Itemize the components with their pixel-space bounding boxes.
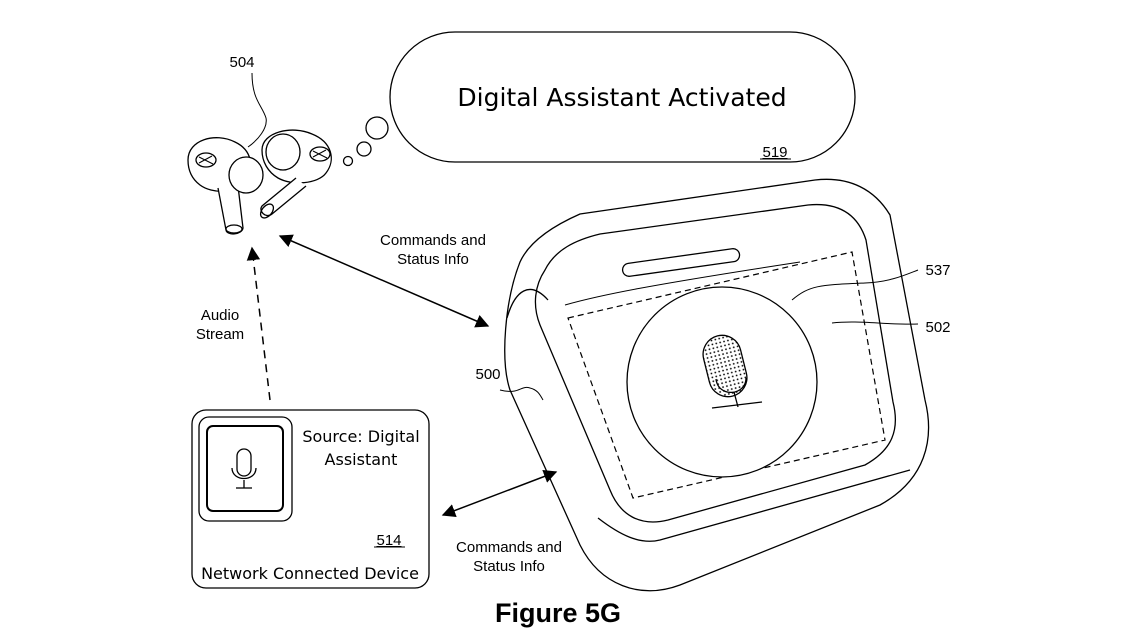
- figure-caption: Figure 5G: [495, 598, 621, 628]
- earbuds-ref: 504: [229, 54, 254, 71]
- device-name: Network Connected Device: [201, 564, 419, 583]
- bubble-ref: 519: [762, 144, 787, 161]
- bottom-arrow-label-line1: Commands and: [456, 539, 562, 556]
- device-ref: 514: [376, 532, 401, 549]
- microphone-icon: [702, 334, 763, 409]
- device-source-line2: Assistant: [325, 450, 398, 469]
- bubble-text: Digital Assistant Activated: [457, 83, 786, 112]
- network-device: Source: Digital Assistant 514 Network Co…: [191, 409, 430, 589]
- lid-ref: 502: [925, 319, 950, 336]
- display-ref: 537: [925, 262, 950, 279]
- charging-case-icon: 537 502 500: [475, 178, 951, 592]
- top-arrow-label-line2: Status Info: [397, 251, 469, 268]
- device-source-line1: Source: Digital: [302, 427, 419, 446]
- thought-bubble: Digital Assistant Activated 519: [342, 31, 856, 167]
- audio-label-line2: Stream: [196, 326, 244, 343]
- top-arrow-label-line1: Commands and: [380, 232, 486, 249]
- case-ref: 500: [475, 366, 500, 383]
- audio-label-line1: Audio: [201, 307, 239, 324]
- arrows: Commands and Status Info Commands and St…: [196, 232, 562, 575]
- bottom-arrow-label-line2: Status Info: [473, 558, 545, 575]
- earbuds-icon: 504: [187, 54, 332, 235]
